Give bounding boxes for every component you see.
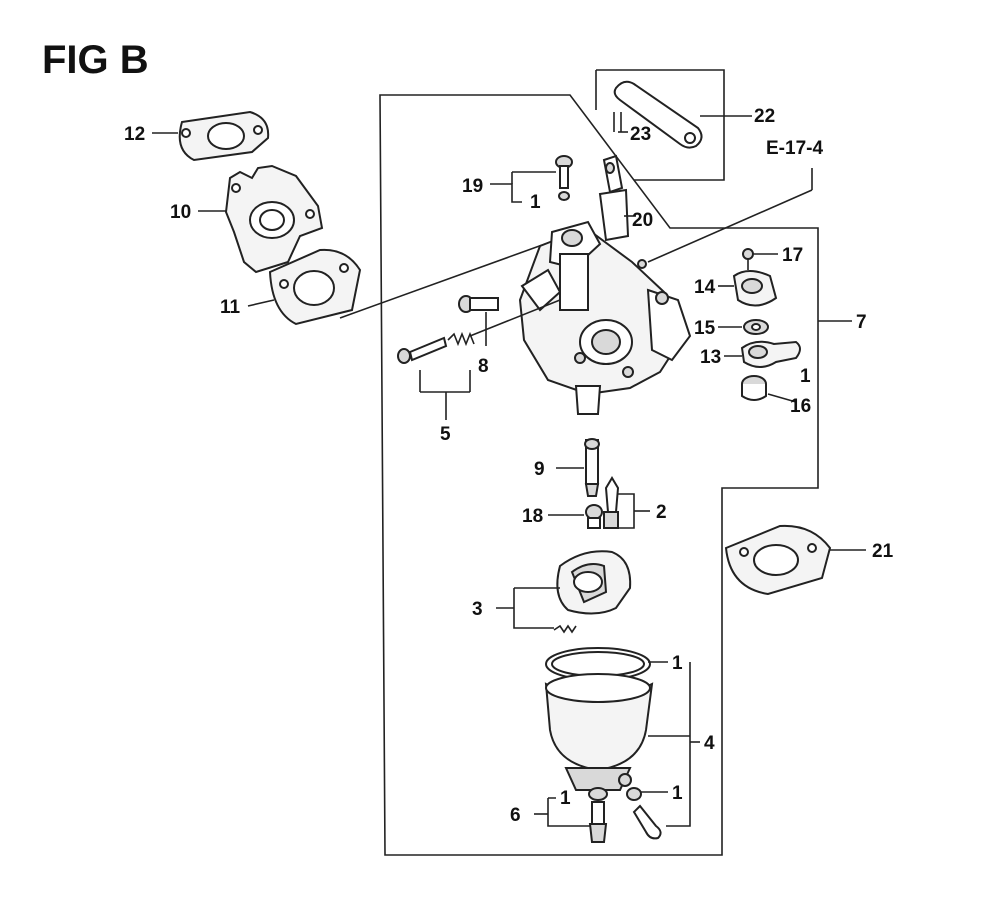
part-9-main-jet [584,438,600,497]
part-19-screw [555,155,573,201]
part-18-float-valve [585,504,603,529]
callout-13: 13 [700,347,721,368]
part-3-float [556,550,632,615]
alignment-line-11 [339,239,557,319]
part-22-choke-lever [613,80,703,149]
callout-14: 14 [694,277,716,298]
callout-2: 2 [656,502,667,523]
callout-9: 9 [534,459,545,480]
callout-17: 17 [782,245,803,266]
callout-15: 15 [694,318,716,339]
callout-19-qty: 1 [530,192,541,213]
callout-3: 3 [472,599,483,620]
leader-ref-e17 [647,189,813,263]
bracket-4 [666,662,691,827]
part-13-throttle-stop [740,340,801,368]
float-pin [553,624,577,634]
callout-4: 4 [704,733,715,754]
callout-4-qty-a: 1 [672,653,683,674]
callout-10: 10 [170,202,191,223]
callout-6-qty: 1 [560,788,571,809]
callout-16: 16 [790,396,811,417]
callout-6: 6 [510,805,521,826]
part-15-washer [743,319,769,335]
reference-e-17-4: E-17-4 [766,138,823,159]
part-4-float-chamber [544,647,654,791]
callout-11: 11 [220,297,241,318]
bracket-6 [547,797,590,827]
bracket-19 [490,183,522,203]
part-11-gasket [268,248,362,326]
carburetor-body [518,220,692,415]
leader-11 [247,299,275,307]
callout-23: 23 [630,124,651,145]
part-16-spring [741,375,767,401]
part-10-insulator [224,164,324,274]
part-12-gasket [178,110,270,162]
part-21-gasket [724,524,832,596]
bracket-3 [513,587,560,629]
leader-16 [767,393,797,403]
part-14-cap [732,270,778,307]
callout-8: 8 [478,356,489,377]
part-20-choke-shaft [598,154,630,242]
part-6-bowl-bolt [588,787,608,843]
bracket-22 [596,69,725,181]
callout-5: 5 [440,424,451,445]
callout-18: 18 [522,506,543,527]
bracket-2 [618,493,635,529]
callout-19: 19 [462,176,483,197]
drain-screw [626,787,662,840]
part-8-pilot-screw [458,295,499,313]
callout-7: 7 [856,312,867,333]
part-2-needle-set [603,476,620,529]
callout-22: 22 [754,106,775,127]
callout-12: 12 [124,124,145,145]
assembly-boundary [379,94,819,856]
callout-20: 20 [632,210,653,231]
part-17-screw [742,248,754,270]
callout-13-qty: 1 [800,366,811,387]
part-5-screw-spring [397,331,475,364]
figure-title: FIG B [42,38,149,82]
callout-21: 21 [872,541,894,562]
callout-4-qty-b: 1 [672,783,683,804]
